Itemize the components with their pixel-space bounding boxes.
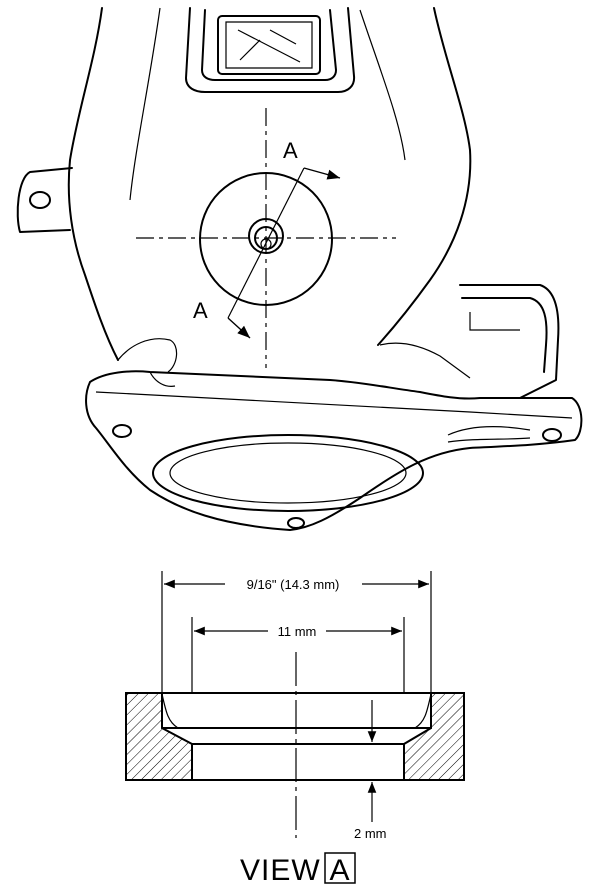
right-wall-section — [403, 692, 465, 781]
inner-diameter-label: 11 mm — [278, 624, 317, 639]
throttle-body-housing — [16, 7, 583, 531]
left-wall-section — [125, 692, 193, 781]
section-mark-bottom: A — [193, 298, 208, 323]
section-view-a: 9/16" (14.3 mm) 11 mm 2 mm VIEW A — [125, 571, 465, 887]
outer-diameter-label: 9/16" (14.3 mm) — [247, 577, 340, 592]
section-mark-top: A — [283, 138, 298, 163]
view-letter-box — [324, 852, 356, 884]
view-caption: VIEW — [240, 854, 321, 887]
view-letter: A — [329, 854, 350, 887]
depth-label: 2 mm — [354, 826, 387, 841]
centerlines — [136, 108, 396, 368]
section-line-a: A A — [193, 138, 341, 339]
